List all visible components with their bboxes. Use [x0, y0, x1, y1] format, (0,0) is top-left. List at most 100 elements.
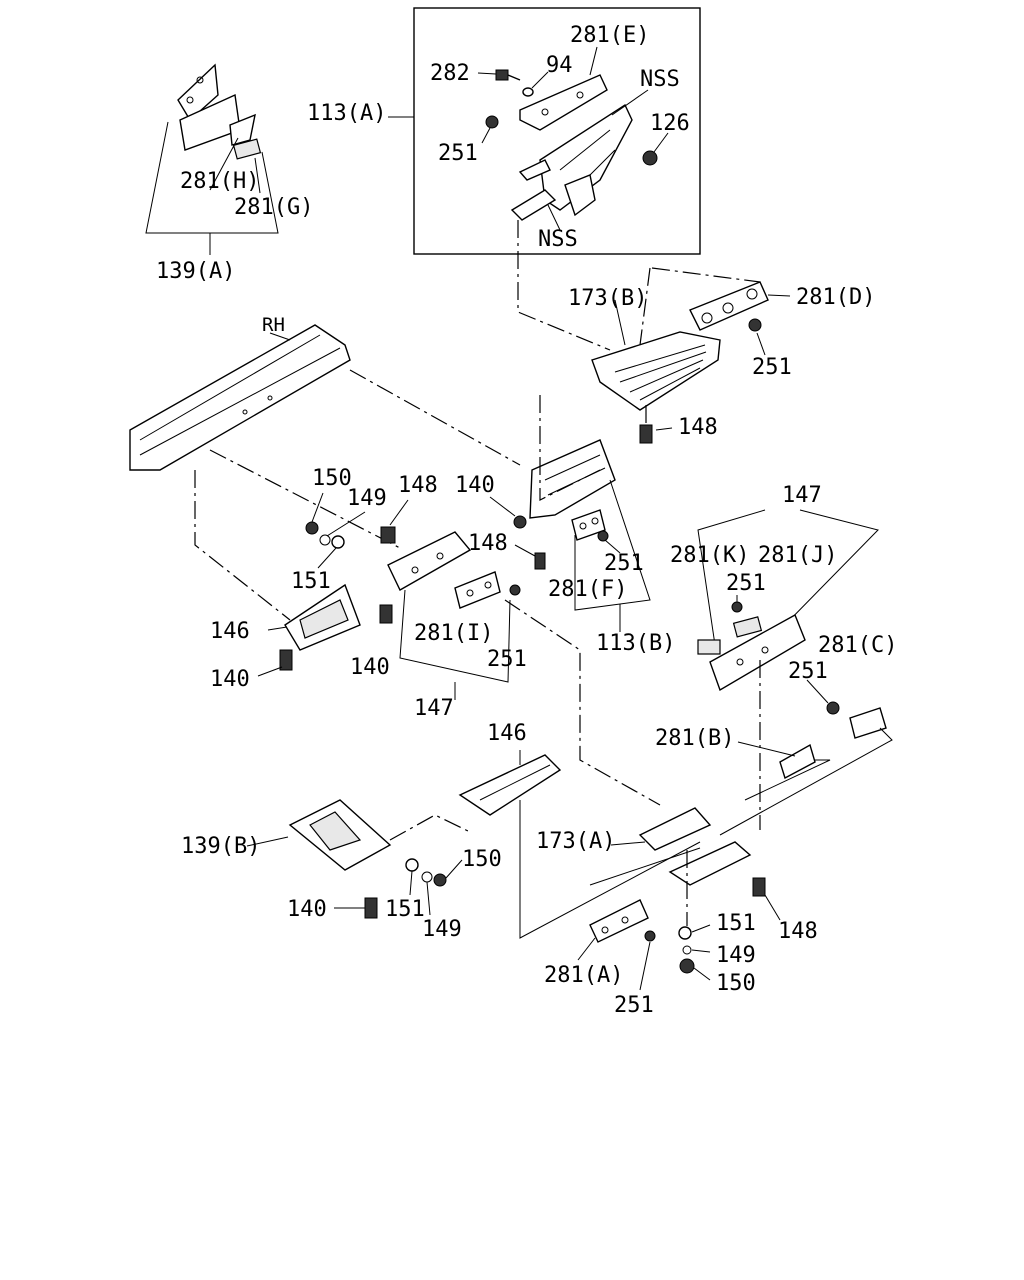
label-281h: 281(H) [180, 169, 259, 194]
label-281k: 281(K) [670, 543, 749, 568]
bolt-140-left [279, 649, 293, 671]
label-251-k: 251 [726, 571, 766, 596]
label-148-top: 148 [678, 415, 718, 440]
label-147-right: 147 [782, 483, 822, 508]
label-282: 282 [430, 61, 470, 86]
label-281e: 281(E) [570, 23, 649, 48]
plate-281a [589, 899, 649, 943]
label-94: 94 [546, 53, 573, 78]
label-281j: 281(J) [758, 543, 837, 568]
label-251-box: 251 [438, 141, 478, 166]
plate-281c [849, 707, 887, 739]
plate-281d [689, 281, 769, 331]
bracket-146-lower [458, 754, 562, 816]
bolt-251-box [485, 115, 499, 129]
nut-126 [642, 150, 658, 166]
label-251-d: 251 [752, 355, 792, 380]
label-251-i: 251 [487, 647, 527, 672]
label-140-mid2: 140 [350, 655, 390, 680]
label-150-left: 150 [312, 466, 352, 491]
bolt-140-mid2 [379, 604, 393, 624]
nss-clip-lower [510, 189, 557, 221]
label-rh: RH [262, 314, 285, 336]
bolt-148-center [534, 552, 546, 570]
bolt-251-i [509, 584, 521, 596]
label-140-mid: 140 [455, 473, 495, 498]
label-nss-top: NSS [640, 67, 680, 92]
label-251-c: 251 [788, 659, 828, 684]
label-281i: 281(I) [414, 621, 493, 646]
plate-281j [732, 616, 763, 638]
plate-173b [591, 331, 721, 411]
bolt-140-mid [513, 515, 527, 529]
label-150-lower: 150 [462, 847, 502, 872]
bolt-251-c [826, 701, 840, 715]
bolt-251-a [644, 930, 656, 942]
label-251-f: 251 [604, 551, 644, 576]
label-148-center: 148 [468, 531, 508, 556]
label-113a: 113(A) [307, 101, 386, 126]
bolt-140-lower [364, 897, 378, 919]
bracket-plate-281e [519, 74, 608, 131]
label-149-right: 149 [716, 943, 756, 968]
plate-281b [779, 743, 816, 780]
bracket-173a [638, 807, 752, 886]
label-149-lower: 149 [422, 917, 462, 942]
label-281g: 281(G) [234, 195, 313, 220]
bracket-139b [288, 799, 392, 871]
bolt-282 [495, 69, 521, 81]
frame-rail-rh [129, 324, 351, 471]
label-nss-bottom: NSS [538, 227, 578, 252]
washer-94 [522, 87, 534, 97]
label-140-lower: 140 [287, 897, 327, 922]
label-139b: 139(B) [181, 834, 260, 859]
label-148-right: 148 [778, 919, 818, 944]
washer-151-right [678, 926, 692, 940]
plate-281i [454, 571, 501, 609]
washer-149-left [319, 534, 331, 546]
label-281d: 281(D) [796, 285, 875, 310]
label-251-a: 251 [614, 993, 654, 1018]
label-281b: 281(B) [655, 726, 734, 751]
label-146-lower: 146 [487, 721, 527, 746]
label-151-lower: 151 [385, 897, 425, 922]
nut-150-left [305, 521, 319, 535]
bolt-251-d [748, 318, 762, 332]
label-173a: 173(A) [536, 829, 615, 854]
label-126: 126 [650, 111, 690, 136]
label-139a: 139(A) [156, 259, 235, 284]
label-148-mid: 148 [398, 473, 438, 498]
label-146-left: 146 [210, 619, 250, 644]
bolt-251-k [731, 601, 743, 613]
label-150-right: 150 [716, 971, 756, 996]
washer-149-right [682, 945, 692, 955]
bracket-139a [177, 63, 262, 160]
detail-box-113a [413, 7, 701, 255]
plate-281k [697, 639, 721, 655]
bracket-146-left [284, 583, 361, 651]
bracket-147-right [709, 614, 806, 692]
nss-bracket-upper [518, 103, 633, 217]
bracket-147-left [387, 531, 472, 591]
bracket-113b [529, 439, 616, 519]
label-173b: 173(B) [568, 286, 647, 311]
bolt-148-mid [380, 526, 396, 544]
washer-151-left [331, 535, 345, 549]
bolt-251-f [597, 530, 609, 542]
label-149-left: 149 [347, 486, 387, 511]
label-151-right: 151 [716, 911, 756, 936]
plate-281f [571, 509, 606, 541]
washer-149-lower [421, 871, 433, 883]
label-113b: 113(B) [596, 631, 675, 656]
label-281c: 281(C) [818, 633, 897, 658]
label-151-left: 151 [291, 569, 331, 594]
washer-151-lower [405, 858, 419, 872]
nut-150-right [679, 958, 695, 974]
label-281a: 281(A) [544, 963, 623, 988]
label-147-left: 147 [414, 696, 454, 721]
bolt-148-right [752, 877, 766, 897]
label-140-left: 140 [210, 667, 250, 692]
label-281f: 281(F) [548, 577, 627, 602]
nut-150-lower [433, 873, 447, 887]
